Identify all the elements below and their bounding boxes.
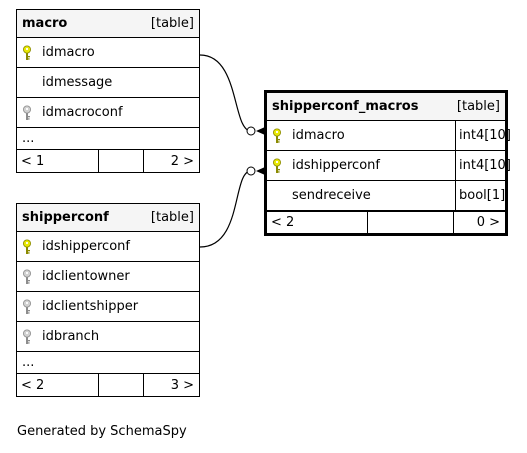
column-row: idclientshipper <box>17 292 199 322</box>
column-row: idmacro <box>17 38 199 68</box>
more-columns-indicator: ... <box>17 352 199 374</box>
column-name: idmacroconf <box>42 105 123 120</box>
column-row: sendreceive bool[1] <box>267 181 505 211</box>
parent-count: < 2 <box>267 212 368 233</box>
column-type: bool[1] <box>455 181 505 210</box>
column-name: idshipperconf <box>42 239 130 254</box>
primary-key-icon <box>272 151 292 180</box>
table-header: shipperconf [table] <box>17 204 199 232</box>
table-macro: macro [table] idmacro idmessage idmacroc… <box>16 9 200 173</box>
foreign-key-icon <box>22 322 42 351</box>
generator-caption: Generated by SchemaSpy <box>17 424 187 439</box>
primary-key-icon <box>22 38 42 67</box>
parent-count: < 2 <box>17 374 99 396</box>
table-footer: < 2 0 > <box>267 211 505 233</box>
table-name: shipperconf <box>22 210 109 225</box>
column-name: idbranch <box>42 329 100 344</box>
table-header: shipperconf_macros [table] <box>267 93 505 121</box>
parent-count: < 1 <box>17 150 99 172</box>
column-name: idmacro <box>42 45 95 60</box>
footer-spacer <box>99 374 144 396</box>
foreign-key-icon <box>22 262 42 291</box>
more-columns-indicator: ... <box>17 128 199 150</box>
column-name: idclientowner <box>42 269 130 284</box>
table-name: shipperconf_macros <box>272 99 419 114</box>
table-type-label: [table] <box>150 16 194 31</box>
table-type-label: [table] <box>456 99 500 114</box>
column-row: idmessage <box>17 68 199 98</box>
zero-cardinality-marker <box>246 166 256 176</box>
child-count: 3 > <box>170 377 194 393</box>
column-name: idmacro <box>292 128 345 143</box>
column-row: idmacroconf <box>17 98 199 128</box>
table-shipperconf-macros: shipperconf_macros [table] idmacro int4[… <box>264 90 511 236</box>
many-cardinality-marker <box>256 167 265 175</box>
macro-to-shipperconf-macros-line <box>199 54 252 132</box>
shipperconf-to-shipperconf-macros-line <box>199 170 252 248</box>
footer-spacer <box>99 150 144 172</box>
many-cardinality-marker <box>256 127 265 135</box>
table-shipperconf: shipperconf [table] idshipperconf idclie… <box>16 203 200 397</box>
primary-key-icon <box>22 232 42 261</box>
column-type: int4[10] <box>455 121 511 150</box>
footer-spacer <box>368 212 454 233</box>
column-type: int4[10] <box>455 151 511 180</box>
column-row: idmacro int4[10] <box>267 121 511 151</box>
table-type-label: [table] <box>150 210 194 225</box>
table-name: macro <box>22 16 68 31</box>
column-name: idmessage <box>42 75 113 90</box>
table-footer: < 2 3 > <box>17 374 199 396</box>
column-name: idshipperconf <box>292 158 380 173</box>
column-row: idclientowner <box>17 262 199 292</box>
child-count: 2 > <box>170 153 194 169</box>
foreign-key-icon <box>22 292 42 321</box>
column-name: idclientshipper <box>42 299 139 314</box>
column-row: idshipperconf int4[10] <box>267 151 511 181</box>
child-count: 0 > <box>476 215 500 230</box>
foreign-key-icon <box>22 98 42 127</box>
primary-key-icon <box>272 121 292 150</box>
column-row: idshipperconf <box>17 232 199 262</box>
table-header: macro [table] <box>17 10 199 38</box>
zero-cardinality-marker <box>246 126 256 136</box>
column-name: sendreceive <box>292 188 371 203</box>
table-footer: < 1 2 > <box>17 150 199 172</box>
column-row: idbranch <box>17 322 199 352</box>
